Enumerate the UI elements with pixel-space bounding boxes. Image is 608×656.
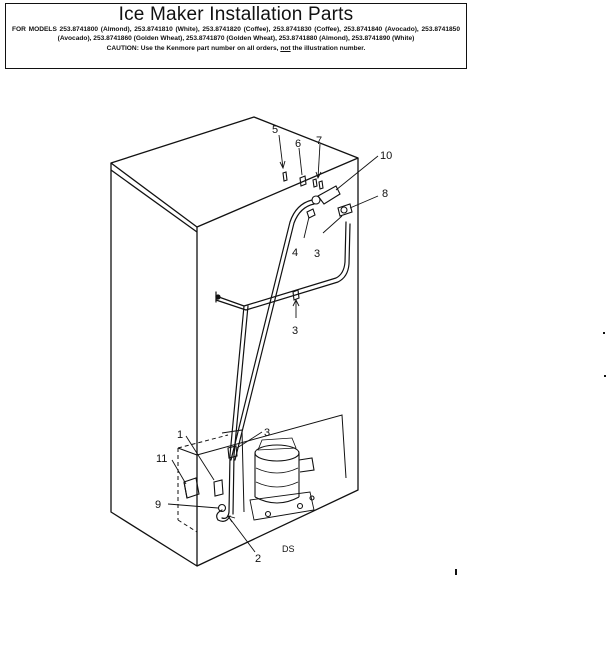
leader-lines bbox=[167, 134, 379, 553]
callout-3-upper: 3 bbox=[314, 248, 320, 260]
figure-code: DS bbox=[282, 544, 295, 554]
callout-6: 6 bbox=[295, 138, 301, 150]
scan-marks bbox=[455, 332, 606, 575]
water-tubing bbox=[215, 199, 351, 522]
callout-3-lower: 3 bbox=[264, 427, 270, 439]
caution-suffix: the illustration number. bbox=[290, 45, 366, 52]
callout-10: 10 bbox=[380, 150, 392, 162]
model-list: FOR MODELS 253.8741800 (Almond), 253.874… bbox=[12, 26, 460, 42]
caution-emphasis: not bbox=[280, 45, 291, 52]
callout-8: 8 bbox=[382, 188, 388, 200]
callout-9: 9 bbox=[155, 499, 161, 511]
page-title: Ice Maker Installation Parts bbox=[118, 4, 354, 25]
compressor-compartment bbox=[177, 414, 347, 533]
caution-prefix: CAUTION: Use the Kenmore part number on … bbox=[106, 45, 281, 52]
parts-header: Ice Maker Installation Parts FOR MODELS … bbox=[5, 3, 467, 69]
callout-11: 11 bbox=[156, 453, 167, 465]
callout-7: 7 bbox=[316, 135, 322, 147]
refrigerator-cabinet bbox=[110, 116, 359, 567]
callout-3-middle: 3 bbox=[292, 325, 298, 337]
callout-1: 1 bbox=[177, 429, 183, 441]
compressor bbox=[249, 437, 315, 521]
upper-fittings bbox=[282, 171, 353, 301]
caution-note: CAUTION: Use the Kenmore part number on … bbox=[6, 44, 466, 53]
callout-4: 4 bbox=[292, 247, 298, 259]
lower-fittings bbox=[183, 445, 238, 513]
callout-5: 5 bbox=[272, 124, 278, 136]
callout-2: 2 bbox=[255, 553, 261, 565]
